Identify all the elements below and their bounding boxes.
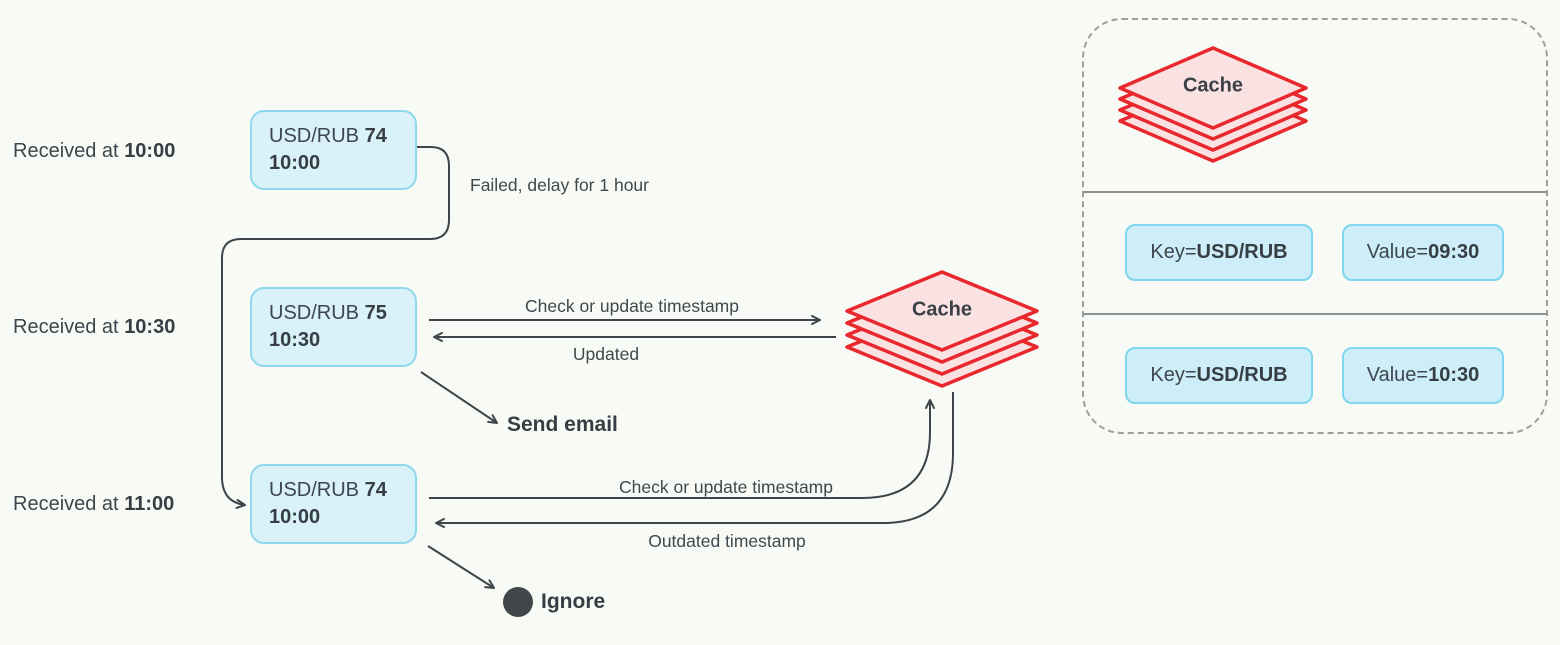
key-value: USD/RUB [1196,241,1288,263]
rate-box-3: USD/RUB 74 10:00 [250,464,417,544]
received-prefix: Received at [13,140,119,162]
outdated-label: Outdated timestamp [648,531,806,551]
received-label-1100: Received at 11:00 [13,493,174,516]
time-line: 10:30 [269,327,415,354]
currency-pair: USD/RUB [269,302,360,324]
value-value: 10:30 [1428,364,1480,386]
rate-time: 10:00 [269,152,321,174]
rate-value: 74 [364,479,387,501]
rate-line: USD/RUB 74 [269,123,415,150]
ignore-dot [503,587,533,617]
rate-line: USD/RUB 74 [269,477,415,504]
failed-delay-arrow [221,146,450,509]
time-line: 10:00 [269,504,415,531]
panel-divider-2 [1083,313,1547,315]
cache-icon-label: Cache [911,298,973,321]
time-line: 10:00 [269,150,415,177]
key-box-row-1: Key=USD/RUB [1125,224,1313,281]
received-time: 10:00 [124,140,176,162]
check-update-label-2: Check or update timestamp [619,477,833,497]
received-prefix: Received at [13,316,119,338]
key-value: USD/RUB [1196,364,1288,386]
rate-value: 74 [364,125,387,147]
rate-box-1: USD/RUB 74 10:00 [250,110,417,190]
value-box-row-2: Value=10:30 [1342,347,1504,404]
ignore-arrow [427,545,495,589]
value-prefix: Value= [1366,364,1429,386]
value-box-row-1: Value=09:30 [1342,224,1504,281]
rate-box-2: USD/RUB 75 10:30 [250,287,417,367]
received-label-1030: Received at 10:30 [13,316,175,339]
currency-pair: USD/RUB [269,479,360,501]
send-email-arrow [420,371,498,424]
ignore-label: Ignore [541,590,606,613]
rate-time: 10:00 [269,506,321,528]
failed-delay-label: Failed, delay for 1 hour [470,175,649,195]
received-time: 10:30 [124,316,176,338]
outdated-arrow [435,392,954,528]
rate-line: USD/RUB 75 [269,300,415,327]
rate-time: 10:30 [269,329,321,351]
key-prefix: Key= [1150,364,1197,386]
value-prefix: Value= [1366,241,1429,263]
rate-value: 75 [364,302,387,324]
panel-cache-icon-label: Cache [1182,74,1244,97]
key-prefix: Key= [1150,241,1197,263]
check-update-label-1: Check or update timestamp [525,296,739,316]
currency-pair: USD/RUB [269,125,360,147]
received-time: 11:00 [124,493,175,515]
send-email-label: Send email [507,413,618,436]
updated-label: Updated [572,344,640,364]
received-prefix: Received at [13,493,119,515]
received-label-1000: Received at 10:00 [13,140,175,163]
panel-cache-icon [1118,46,1308,163]
cache-state-panel [1082,18,1548,434]
value-value: 09:30 [1428,241,1480,263]
panel-divider-1 [1083,191,1547,193]
cache-icon [845,270,1039,388]
check-update-arrow-2 [429,399,935,499]
key-box-row-2: Key=USD/RUB [1125,347,1313,404]
